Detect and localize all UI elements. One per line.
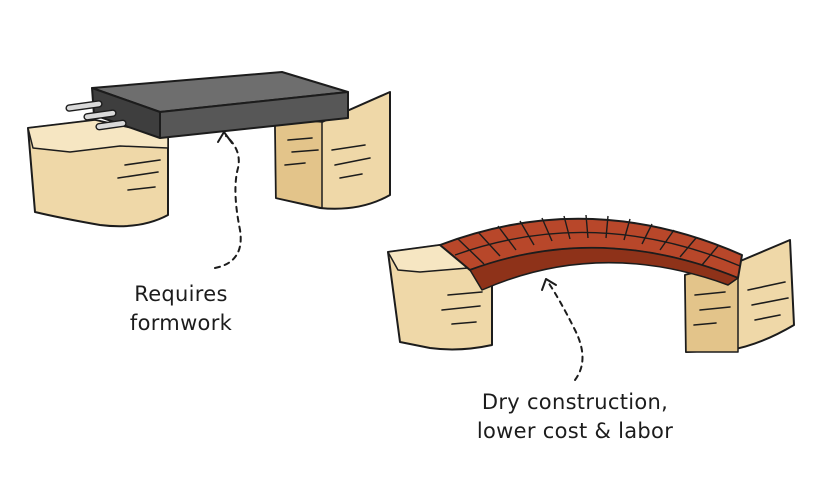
arch-scene <box>387 214 795 381</box>
left-stone-texture <box>117 159 161 191</box>
beam-pointer-arrow <box>214 135 242 269</box>
arch-caption-line-1: Dry construction, <box>481 390 669 414</box>
beam-caption: Requires formwork <box>96 280 266 338</box>
beam-caption-line-2: formwork <box>129 311 233 335</box>
brick-arch-front <box>469 247 739 291</box>
rebar-ends <box>65 100 127 131</box>
arch-pointer-arrowhead <box>541 278 557 291</box>
arch-left-texture <box>441 291 483 325</box>
beam-scene <box>27 71 391 269</box>
arch-right-texture <box>693 281 789 326</box>
beam-caption-line-1: Requires <box>134 282 228 306</box>
beam-pointer-arrowhead <box>217 131 233 144</box>
arch-caption-line-2: lower cost & labor <box>476 419 674 443</box>
arch-brick-joints <box>454 214 741 267</box>
arch-caption: Dry construction, lower cost & labor <box>440 388 710 446</box>
right-pier-texture <box>284 137 371 179</box>
arch-pointer-arrow <box>547 281 584 381</box>
